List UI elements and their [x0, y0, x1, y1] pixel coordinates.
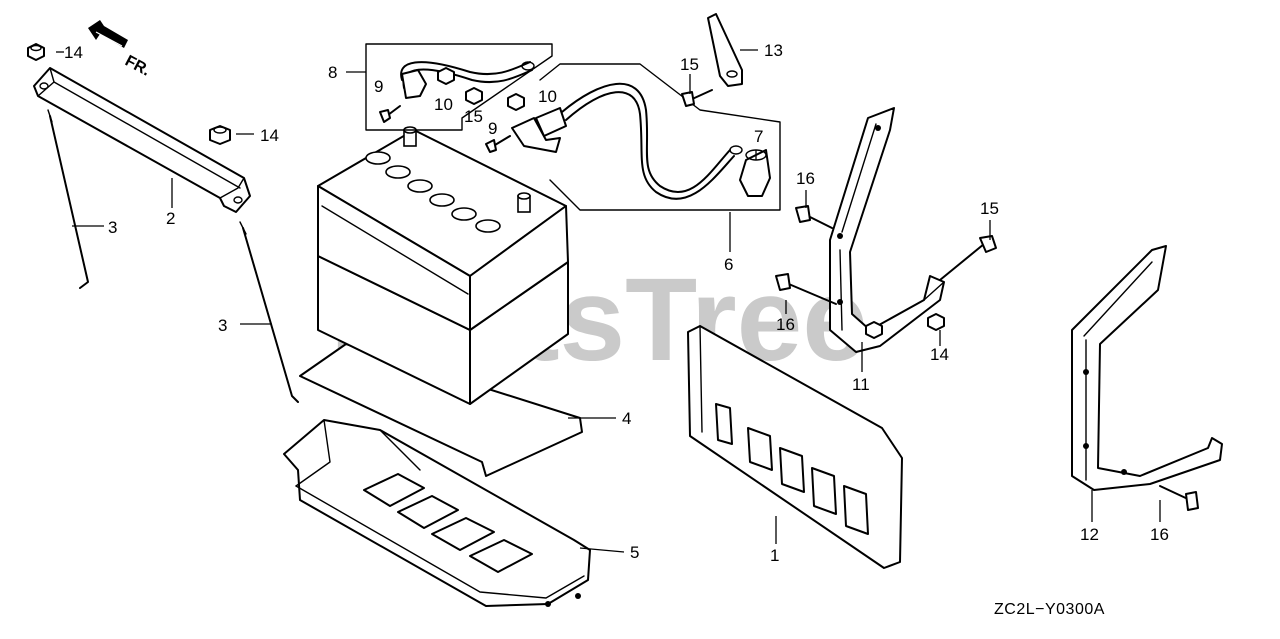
nut-10-right-icon: [507, 93, 525, 111]
callout-1: 1: [770, 546, 779, 565]
callout-10: 10: [538, 87, 557, 106]
callout-14: 14: [260, 126, 279, 145]
battery-tray: [283, 419, 591, 607]
callout-15: 15: [980, 199, 999, 218]
ground-bracket-13: [707, 13, 743, 87]
bolt-16-bottom-icon: [1159, 485, 1199, 511]
bolt-16-upper-icon: [795, 205, 833, 229]
callout-11: 11: [852, 375, 870, 394]
battery-holder-bar: [33, 67, 251, 213]
bolt-9-right-icon: [485, 135, 511, 153]
callout-14: 14: [930, 345, 949, 364]
cable-group-outline-6: [539, 63, 781, 211]
callout-12: 12: [1080, 525, 1099, 544]
callout-10: 10: [434, 95, 453, 114]
callout-4: 4: [622, 409, 631, 428]
callout-2: 2: [166, 209, 175, 228]
battery-bracket-11: [829, 107, 945, 353]
positive-cable-6: [511, 83, 743, 200]
nut-10-left-icon: [437, 67, 455, 85]
battery-rod-right: [239, 221, 299, 403]
callout-15: 15: [464, 107, 483, 126]
callout-6: 6: [724, 255, 733, 274]
callout-7: 7: [754, 127, 763, 146]
callout-13: 13: [764, 41, 783, 60]
callout-14: 14: [64, 43, 83, 62]
battery: [317, 126, 569, 405]
bolt-15-right-icon: [939, 235, 997, 281]
terminal-cover-7: [739, 149, 771, 197]
battery-rod-left: [47, 109, 89, 289]
callout-15: 15: [680, 55, 699, 74]
nut-14-bracket-icon: [865, 321, 883, 339]
callout-9: 9: [374, 77, 383, 96]
bolt-16-lower-icon: [775, 273, 837, 305]
callout-3: 3: [108, 218, 117, 237]
nut-15-cable-icon: [465, 87, 483, 105]
callout-16: 16: [776, 315, 795, 334]
nut-14-right-icon: [927, 313, 945, 331]
bolt-9-left-icon: [379, 105, 401, 123]
nut-14-left-icon: [27, 43, 45, 61]
leader-lines: [56, 49, 1161, 553]
direction-label: FR.: [122, 53, 153, 80]
cable-group-bracket-8: [365, 43, 553, 131]
front-direction-arrow-icon: [88, 20, 128, 48]
callout-9: 9: [488, 119, 497, 138]
negative-cable-8: [400, 61, 535, 99]
callout-5: 5: [630, 543, 639, 562]
bolt-15-top-icon: [681, 89, 713, 107]
callout-3: 3: [218, 316, 227, 335]
nut-14-middle-icon: [209, 125, 231, 145]
callout-8: 8: [328, 63, 337, 82]
callout-16: 16: [796, 169, 815, 188]
battery-bracket-12: [1071, 245, 1223, 491]
callout-16: 16: [1150, 525, 1169, 544]
diagram-code: ZC2L−Y0300A: [994, 601, 1105, 618]
battery-cover-plate-1: [687, 325, 903, 569]
